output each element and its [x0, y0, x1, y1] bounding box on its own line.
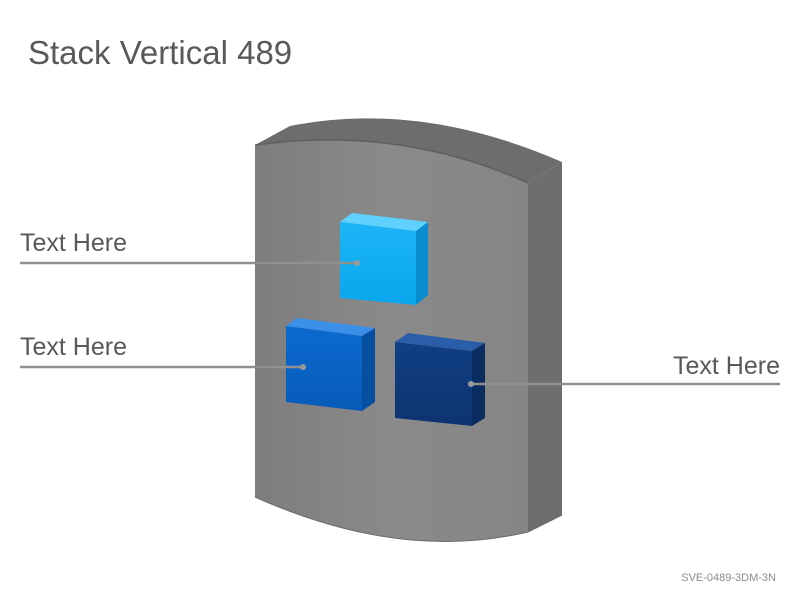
cube-dark-top	[395, 333, 485, 351]
callout-1-label: Text Here	[20, 229, 127, 257]
callout-2-label: Text Here	[20, 333, 127, 361]
cube-light-front	[340, 222, 416, 305]
panel-bottom-edge	[254, 496, 563, 542]
cube-light-side	[416, 222, 428, 305]
cube-mid-side	[362, 328, 375, 411]
callout-3-dot	[468, 381, 474, 387]
panel-side-face	[528, 162, 562, 532]
panel-front-edge	[254, 139, 529, 184]
cube-dark-blue	[395, 333, 485, 426]
callout-1: Text Here	[20, 229, 360, 266]
cube-mid-blue	[286, 318, 375, 411]
callout-3-label: Text Here	[673, 352, 780, 380]
cube-light-top	[340, 213, 428, 231]
panel-front-face	[255, 139, 528, 542]
diagram-code: SVE-0489-3DM-3N	[681, 572, 776, 584]
cube-mid-front	[286, 326, 362, 411]
panel-top-face	[255, 118, 562, 183]
page-title: Stack Vertical 489	[28, 34, 293, 71]
panel-base	[254, 118, 563, 542]
cube-mid-top	[286, 318, 375, 336]
callout-2-dot	[300, 364, 306, 370]
callout-3: Text Here	[468, 352, 780, 387]
cube-light-blue	[340, 213, 428, 305]
callout-2: Text Here	[20, 333, 306, 370]
cube-dark-front	[395, 342, 472, 426]
callout-1-dot	[354, 260, 360, 266]
